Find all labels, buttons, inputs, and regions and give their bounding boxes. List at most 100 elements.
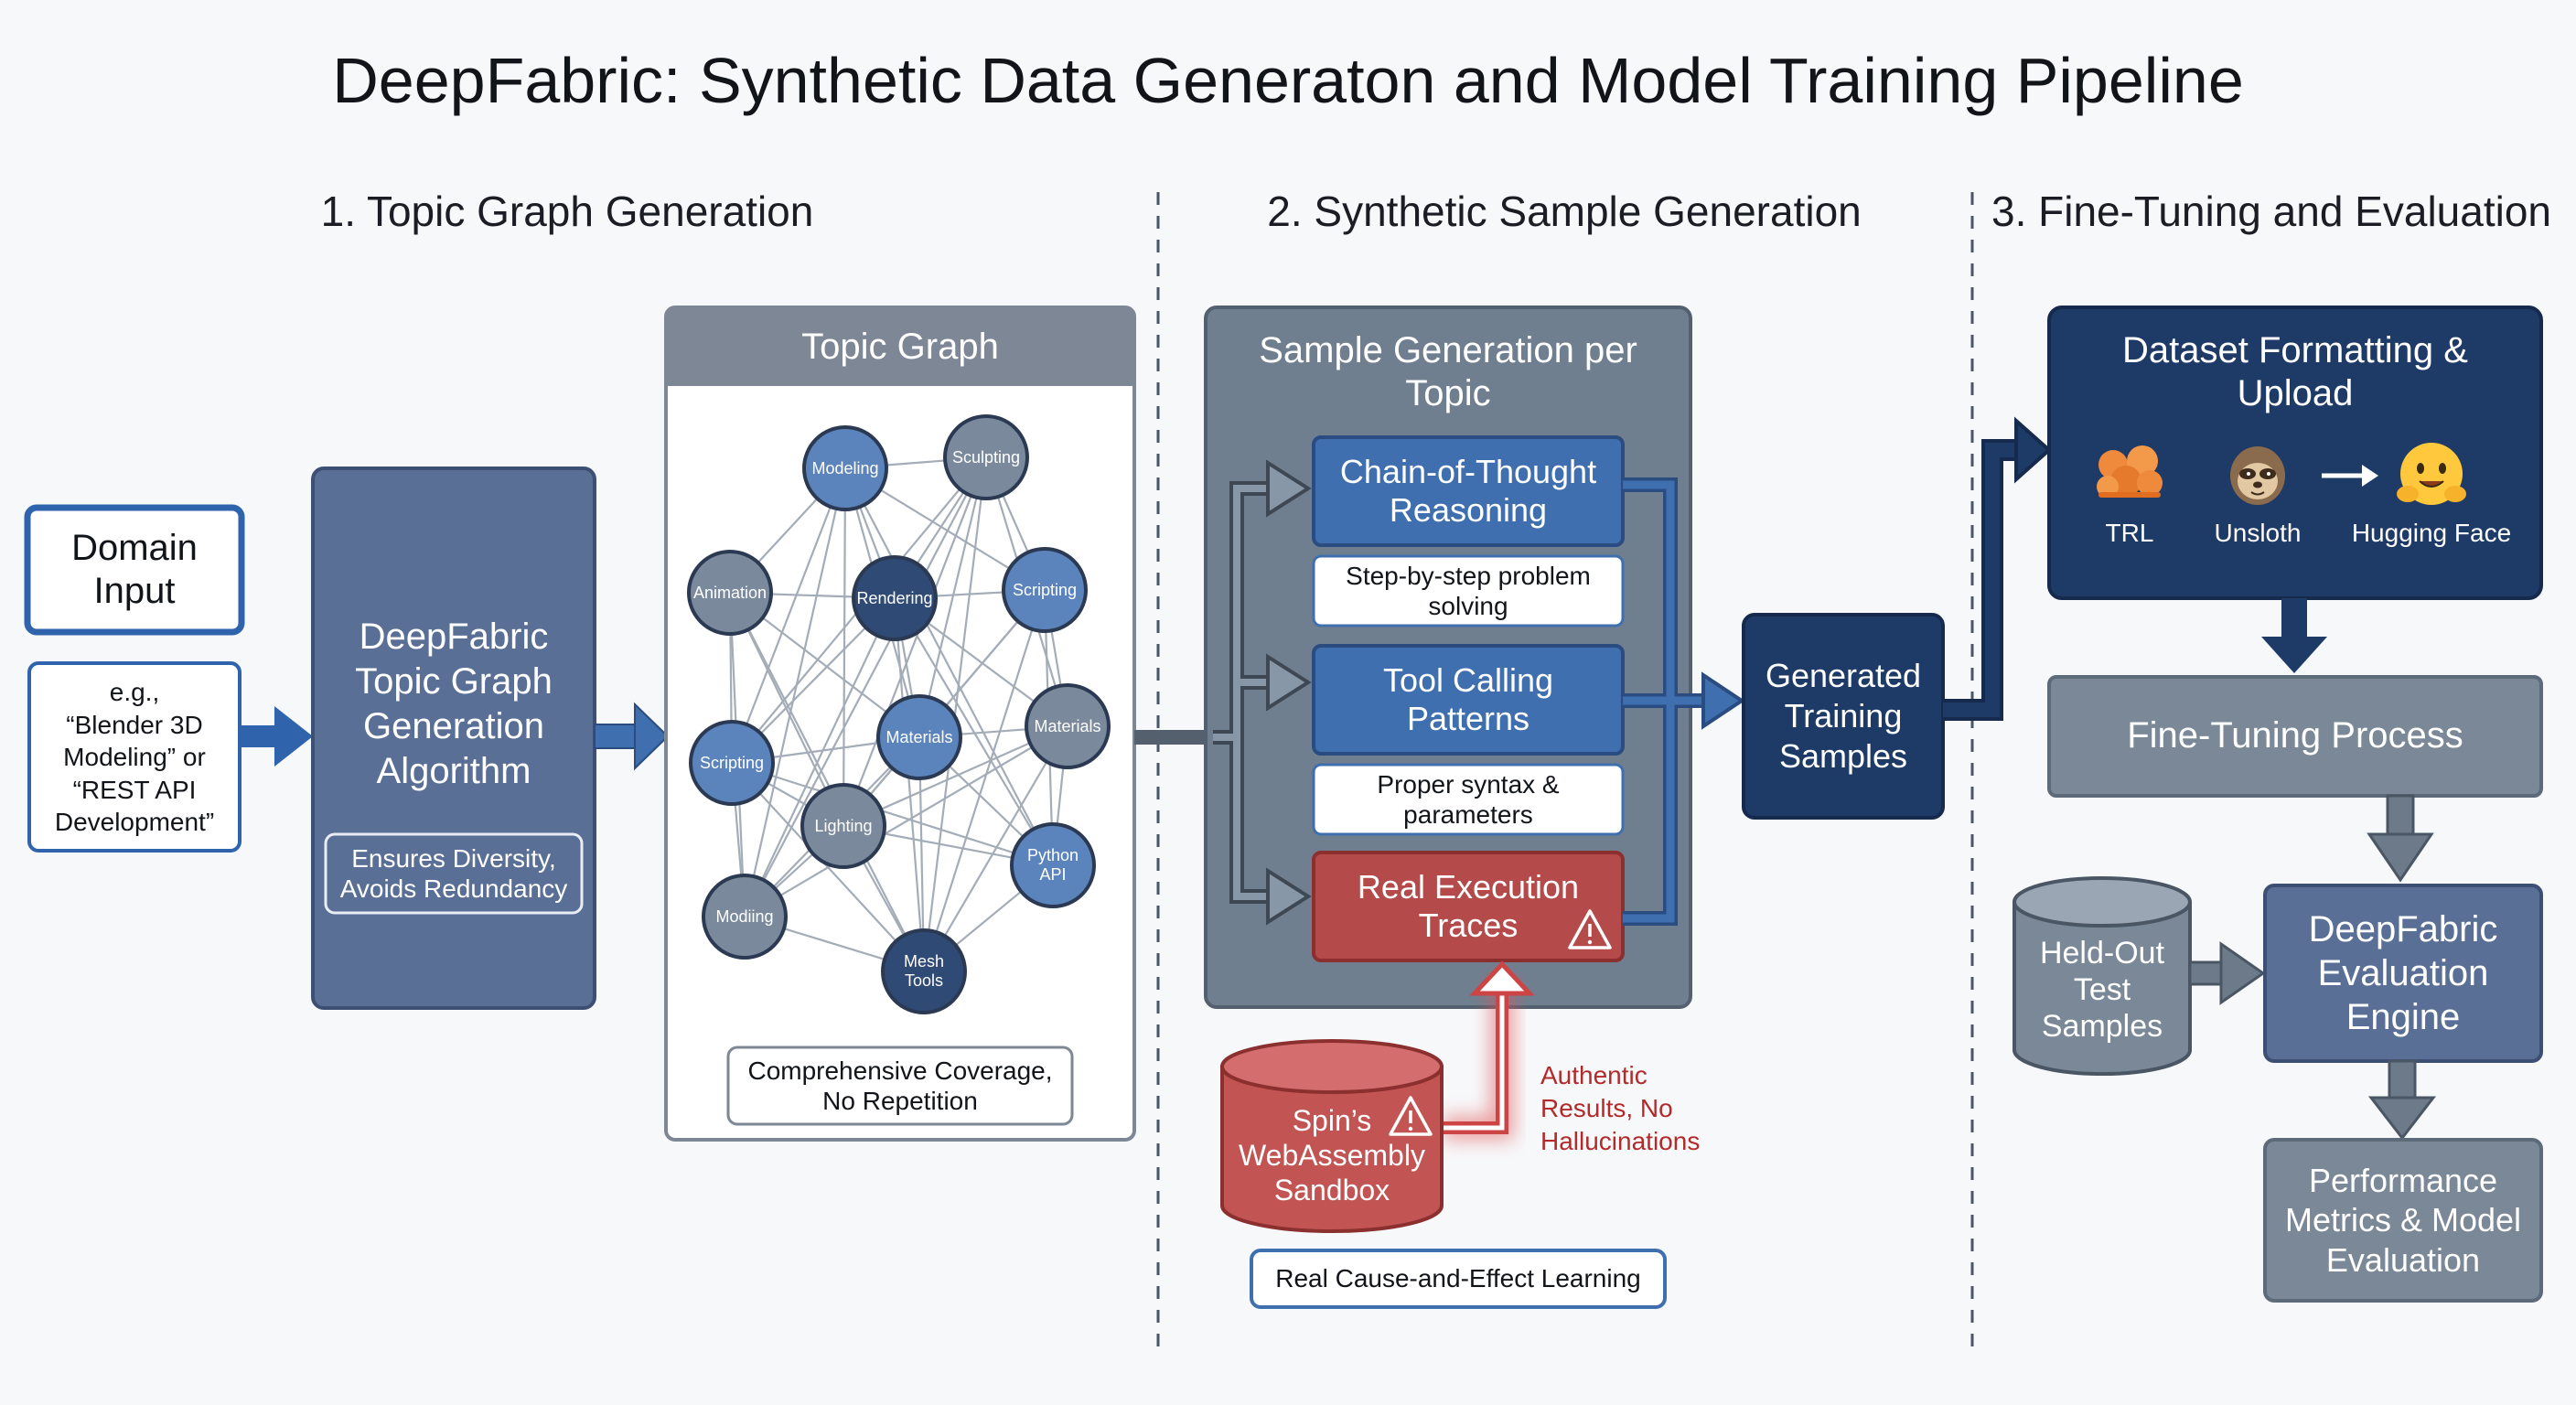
topic-graph-edge	[842, 456, 988, 827]
page-title: DeepFabric: Synthetic Data Generaton and…	[332, 44, 2244, 116]
warning-icon	[1568, 909, 1612, 949]
section-heading-1: 1. Topic Graph Generation	[320, 187, 814, 235]
topic-node	[689, 720, 775, 806]
topic-graph-edge	[730, 467, 847, 764]
arrow-heldout-to-engine	[2188, 941, 2266, 1005]
topic-graph-edge	[894, 597, 1054, 866]
arrow-algorithm-to-graph	[594, 702, 670, 771]
example-box	[27, 661, 242, 853]
cause-effect-box	[1250, 1249, 1667, 1309]
topic-node-label: Animation	[692, 583, 767, 602]
topic-graph-edge	[731, 761, 1054, 867]
heldout-label: Held-Out Test Samples	[2039, 935, 2165, 1045]
topic-graph-edge	[918, 456, 988, 738]
topic-node-label: Materials	[886, 727, 953, 746]
topic-graph-header	[668, 309, 1132, 386]
metrics-box	[2263, 1138, 2543, 1303]
merge-arrows-inner	[1623, 480, 1707, 923]
section-heading-2: 2. Synthetic Sample Generation	[1267, 187, 1862, 235]
topic-graph-edge	[844, 467, 1054, 866]
domain-input-label: Domain Input	[71, 527, 198, 611]
upload-arrow-icon	[2322, 465, 2378, 487]
topic-node-label: Scripting	[1012, 580, 1078, 599]
cot-note-box	[1312, 554, 1625, 627]
tool-note-box	[1312, 763, 1625, 836]
sandbox-cylinder	[1220, 1039, 1444, 1233]
arrow-example-to-algorithm	[240, 706, 313, 767]
topic-graph-edge	[743, 467, 847, 917]
domain-example-label: e.g., “Blender 3D Modeling” or “REST API…	[54, 678, 215, 837]
algorithm-note: Ensures Diversity, Avoids Redundancy	[339, 843, 568, 903]
topic-graph-edge	[744, 597, 896, 917]
generated-samples-label: Generated Training Samples	[1765, 657, 1922, 775]
branch-arrow-heads	[1266, 459, 1312, 926]
algorithm-note-box	[324, 832, 584, 915]
arrow-generated-to-dataset-head	[2014, 416, 2053, 484]
cot-note: Step-by-step problem solving	[1346, 561, 1591, 620]
sandbox-label: Spin’s WebAssembly Sandbox	[1239, 1104, 1425, 1207]
algorithm-label: DeepFabric Topic Graph Generation Algori…	[355, 617, 553, 791]
sandbox-arrow-inner	[1444, 988, 1505, 1131]
finetune-box	[2047, 675, 2543, 798]
topic-graph-edge	[729, 592, 925, 972]
cot-label: Chain-of-Thought Reasoning	[1339, 452, 1597, 529]
sandbox-arrow-head	[1469, 960, 1535, 996]
domain-input-box	[24, 504, 245, 636]
topic-graph-title: Topic Graph	[801, 327, 999, 368]
tool-note: Proper syntax & parameters	[1377, 769, 1560, 829]
topic-node	[800, 783, 886, 869]
hugging-face-icon	[2397, 443, 2466, 505]
topic-node	[881, 928, 967, 1014]
trl-icon	[2097, 445, 2163, 498]
topic-node-label: Mesh Tools	[903, 952, 944, 990]
topic-node-label: Rendering	[856, 588, 933, 607]
topic-node	[852, 555, 938, 641]
topic-graph-edge	[922, 589, 1046, 972]
graph-note-box	[726, 1046, 1074, 1126]
unsloth-sloth-icon	[2230, 446, 2285, 505]
evaluation-engine-label: DeepFabric Evaluation Engine	[2308, 909, 2498, 1037]
topic-node-label: Python API	[1026, 846, 1079, 884]
arrow-engine-to-metrics	[2367, 1059, 2437, 1141]
warning-icon	[1389, 1096, 1433, 1136]
topic-node	[1010, 822, 1096, 908]
topic-node-label: Modiing	[715, 906, 774, 926]
topic-node	[802, 425, 888, 511]
sample-generation-title: Sample Generation per Topic	[1259, 329, 1637, 413]
topic-graph-edge	[893, 597, 926, 972]
topic-node-label: Scripting	[699, 753, 765, 772]
real-execution-label: Real Execution Traces	[1357, 867, 1580, 944]
cause-effect-label: Real Cause-and-Effect Learning	[1275, 1264, 1641, 1293]
metrics-label: Performance Metrics & Model Evaluation	[2284, 1162, 2522, 1279]
topic-node-label: Modeling	[811, 458, 879, 477]
branch-arrows-inner	[1213, 485, 1272, 900]
topic-node	[1002, 547, 1088, 633]
section-heading-3: 3. Fine-Tuning and Evaluation	[1991, 187, 2551, 235]
topic-graph-edge	[923, 725, 1068, 972]
merge-arrow-head	[1701, 671, 1745, 730]
arrow-generated-to-dataset	[1943, 439, 2020, 721]
arrow-graph-to-samples	[1134, 730, 1208, 745]
arrow-generated-to-dataset-inner	[1943, 443, 2020, 717]
topic-graph-edge	[744, 725, 1068, 917]
tool-unsloth-label: Unsloth	[2214, 519, 2302, 548]
topic-node-label: Materials	[1034, 716, 1101, 735]
topic-graph-edge	[744, 456, 987, 917]
real-execution-box	[1312, 851, 1625, 962]
topic-node-label: Sculpting	[951, 447, 1021, 467]
topic-node-label: Lighting	[814, 816, 873, 835]
topic-node	[702, 874, 788, 960]
arrow-finetune-to-engine	[2367, 794, 2434, 883]
tool-trl-label: TRL	[2105, 519, 2154, 548]
topic-graph-edge	[842, 467, 847, 827]
topic-graph-nodes	[687, 414, 1111, 1014]
topic-node	[687, 550, 773, 636]
topic-node	[876, 694, 962, 780]
topic-node	[943, 414, 1029, 500]
graph-note: Comprehensive Coverage, No Repetition	[747, 1056, 1053, 1115]
authentic-results-label: Authentic Results, No Hallucinations	[1540, 1061, 1701, 1155]
tool-huggingface-label: Hugging Face	[2351, 519, 2512, 548]
topic-node	[1025, 683, 1111, 769]
